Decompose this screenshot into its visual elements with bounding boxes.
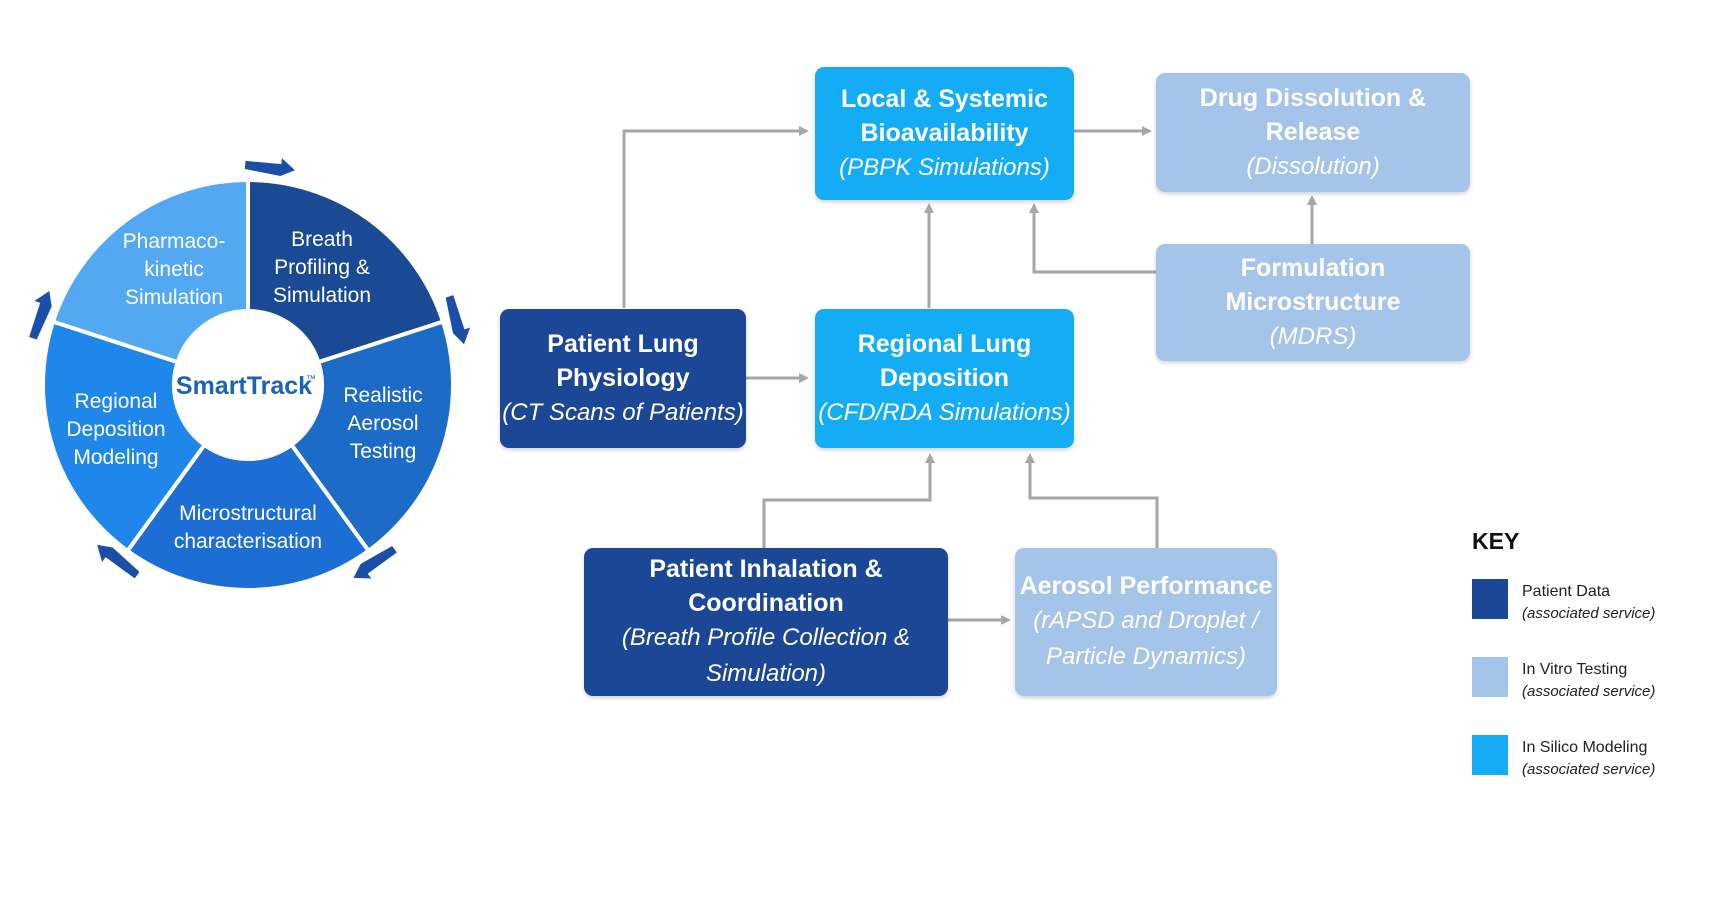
box-bioavailability-title-1: Local & Systemic xyxy=(840,84,1049,113)
box-dissolution: Drug Dissolution & Release (Dissolution) xyxy=(1156,73,1470,192)
key-item-patient-data: Patient Data (associated service) xyxy=(1472,579,1712,657)
wheel-center-trademark: ™ xyxy=(306,374,316,385)
wheel-label-regional-deposition: Modeling xyxy=(73,446,158,469)
connector-inhalation-to-deposition xyxy=(762,453,935,548)
key-item-name: Patient Data xyxy=(1522,583,1611,600)
box-deposition-sub: (CFD/RDA Simulations) xyxy=(818,398,1071,426)
cycle-arrow-icon xyxy=(244,158,295,177)
box-deposition-title-1: Regional Lung xyxy=(857,329,1032,358)
key-item-desc: (associated service) xyxy=(1522,761,1656,778)
box-aerosol-sub-2: Particle Dynamics) xyxy=(1045,643,1247,670)
wheel-label-realistic-aerosol: Aerosol xyxy=(347,412,418,435)
key-item-name: In Silico Modeling xyxy=(1522,739,1648,756)
key-item-in-silico: In Silico Modeling (associated service) xyxy=(1472,735,1712,813)
cycle-arrow-icon xyxy=(29,291,52,340)
wheel-label-realistic-aerosol: Realistic xyxy=(343,384,422,407)
box-bioavailability-sub: (PBPK Simulations) xyxy=(839,153,1050,181)
connector-formulation-to-bioavailability xyxy=(1029,203,1156,274)
key-title: KEY xyxy=(1472,528,1520,554)
box-physiology-title-2: Physiology xyxy=(556,363,690,392)
wheel-label-pharmacokinetic: Pharmaco- xyxy=(123,230,226,253)
box-physiology-sub: (CT Scans of Patients) xyxy=(502,398,744,426)
box-aerosol-title: Aerosol Performance xyxy=(1019,572,1273,600)
wheel-center-logo: SmartTrack xyxy=(176,372,312,400)
box-formulation-title: Formulation Microstructure xyxy=(1225,253,1401,316)
wheel-label-breath-profiling: Profiling & xyxy=(274,256,370,279)
box-physiology-title-1: Patient Lung xyxy=(547,329,699,358)
wheel-label-breath-profiling: Simulation xyxy=(273,284,371,307)
key-item-name: In Vitro Testing xyxy=(1522,661,1628,678)
box-dissolution-title: Drug Dissolution & Release xyxy=(1199,83,1427,146)
key-swatch-in-vitro xyxy=(1472,657,1508,697)
box-inhalation: Patient Inhalation & Coordination (Breat… xyxy=(584,548,948,696)
key-item-in-vitro: In Vitro Testing (associated service) xyxy=(1472,657,1712,735)
cycle-arrow-icon xyxy=(445,295,471,345)
box-inhalation-title: Patient Inhalation & Coordination xyxy=(649,555,883,617)
wheel-label-breath-profiling: Breath xyxy=(291,228,353,251)
box-bioavailability-title-2: Bioavailability xyxy=(860,118,1029,147)
box-physiology: Patient Lung Physiology (CT Scans of Pat… xyxy=(500,309,746,448)
box-dissolution-sub: (Dissolution) xyxy=(1246,152,1380,180)
key-swatch-in-silico xyxy=(1472,735,1508,775)
box-formulation: Formulation Microstructure (MDRS) xyxy=(1156,244,1470,361)
wheel-label-pharmacokinetic: Simulation xyxy=(125,286,223,309)
box-aerosol-sub-1: (rAPSD and Droplet / xyxy=(1033,607,1259,634)
connector-aerosol-to-deposition xyxy=(1025,453,1159,548)
legend-key: KEY Patient Data (associated service) In… xyxy=(1472,528,1712,813)
box-deposition-title-2: Deposition xyxy=(879,363,1010,392)
box-aerosol: Aerosol Performance (rAPSD and Droplet /… xyxy=(1015,548,1277,696)
box-formulation-sub: (MDRS) xyxy=(1269,322,1357,350)
wheel-label-pharmacokinetic: kinetic xyxy=(144,258,204,281)
wheel-label-realistic-aerosol: Testing xyxy=(350,440,417,463)
key-swatch-patient-data xyxy=(1472,579,1508,619)
wheel-center xyxy=(174,311,322,459)
wheel-label-microstructural: Microstructural xyxy=(179,502,317,525)
wheel-label-regional-deposition: Deposition xyxy=(66,418,165,441)
box-inhalation-sub-1: (Breath Profile Collection & xyxy=(621,624,911,651)
wheel-label-regional-deposition: Regional xyxy=(75,390,158,413)
key-item-desc: (associated service) xyxy=(1522,683,1656,700)
cycle-arrow-icon xyxy=(353,546,397,579)
wheel-label-microstructural: characterisation xyxy=(174,530,322,553)
box-deposition: Regional Lung Deposition (CFD/RDA Simula… xyxy=(815,309,1074,448)
cycle-arrow-icon xyxy=(97,544,140,579)
box-inhalation-sub-2: Simulation) xyxy=(705,660,827,687)
key-item-desc: (associated service) xyxy=(1522,605,1656,622)
connector-physiology-to-bioavailability xyxy=(622,126,809,308)
box-bioavailability: Local & Systemic Bioavailability (PBPK S… xyxy=(815,67,1074,200)
